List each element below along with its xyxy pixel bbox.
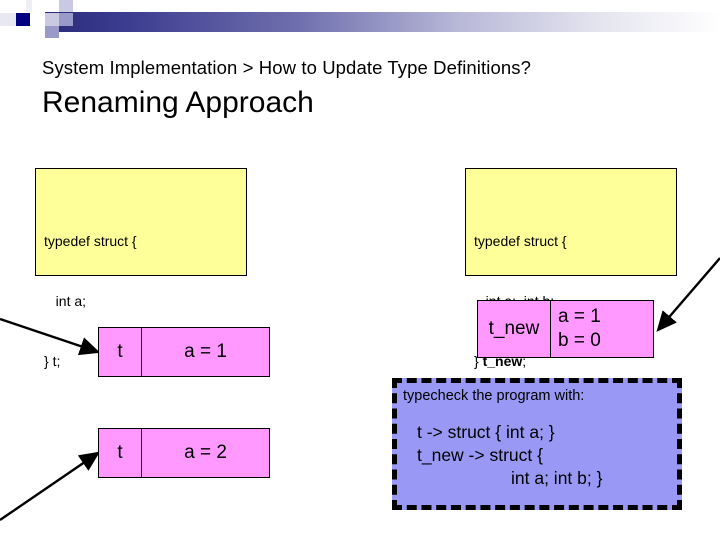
instance-3-type: t_new: [478, 301, 550, 357]
instance-2-type: t: [99, 429, 141, 477]
new-typedef-line-3-prefix: }: [474, 353, 483, 369]
deco-square-2: [31, 4, 45, 13]
deco-square-4: [45, 13, 59, 26]
typecheck-line-2: t_new -> struct {: [417, 445, 543, 465]
arrow-to-instance-2: [0, 451, 100, 521]
instance-3-field-a: a = 1: [558, 306, 601, 327]
deco-square-7: [59, 13, 73, 26]
page-title: Renaming Approach: [42, 86, 314, 119]
gradient-bar: [40, 12, 720, 32]
deco-square-1: [16, 13, 30, 26]
deco-square-3: [33, 13, 45, 26]
instance-3-fields: a = 1 b = 0: [550, 301, 653, 357]
typecheck-line-1: t -> struct { int a; }: [417, 422, 555, 442]
instance-table-t-new: t_new a = 1 b = 0: [477, 300, 654, 358]
deco-square-8: [26, 0, 32, 12]
instance-2-fields: a = 2: [141, 429, 269, 477]
instance-table-t-1: t a = 1: [98, 327, 270, 377]
typecheck-body: t -> struct { int a; } t_new -> struct {…: [403, 421, 671, 490]
header-decoration-band: [0, 0, 720, 45]
deco-square-11: [16, 26, 45, 38]
instance-table-t-2: t a = 2: [98, 428, 270, 478]
new-typedef-line-1: typedef struct {: [474, 233, 567, 249]
breadcrumb: System Implementation > How to Update Ty…: [42, 57, 531, 78]
instance-1-fields: a = 1: [141, 328, 269, 376]
new-typedef-line-3-suffix: ;: [522, 353, 527, 369]
old-typedef-line-2: int a;: [44, 293, 87, 309]
typecheck-callout: typecheck the program with: t -> struct …: [392, 378, 682, 510]
deco-square-9: [0, 13, 16, 26]
deco-square-6: [59, 0, 73, 12]
typecheck-line-3: int a; int b; }: [511, 468, 603, 488]
code-box-new-typedef: typedef struct { int a; int b; } t_new;: [465, 168, 677, 369]
code-box-old-typedef: typedef struct { int a; } t;: [35, 168, 247, 369]
instance-3-field-b: b = 0: [558, 330, 601, 351]
old-typedef-line-3: } t;: [44, 353, 61, 369]
deco-square-10: [16, 0, 26, 12]
instance-1-type: t: [99, 328, 141, 376]
old-typedef-line-1: typedef struct {: [44, 233, 137, 249]
deco-square-5: [45, 26, 59, 38]
typecheck-title: typecheck the program with:: [403, 388, 585, 404]
